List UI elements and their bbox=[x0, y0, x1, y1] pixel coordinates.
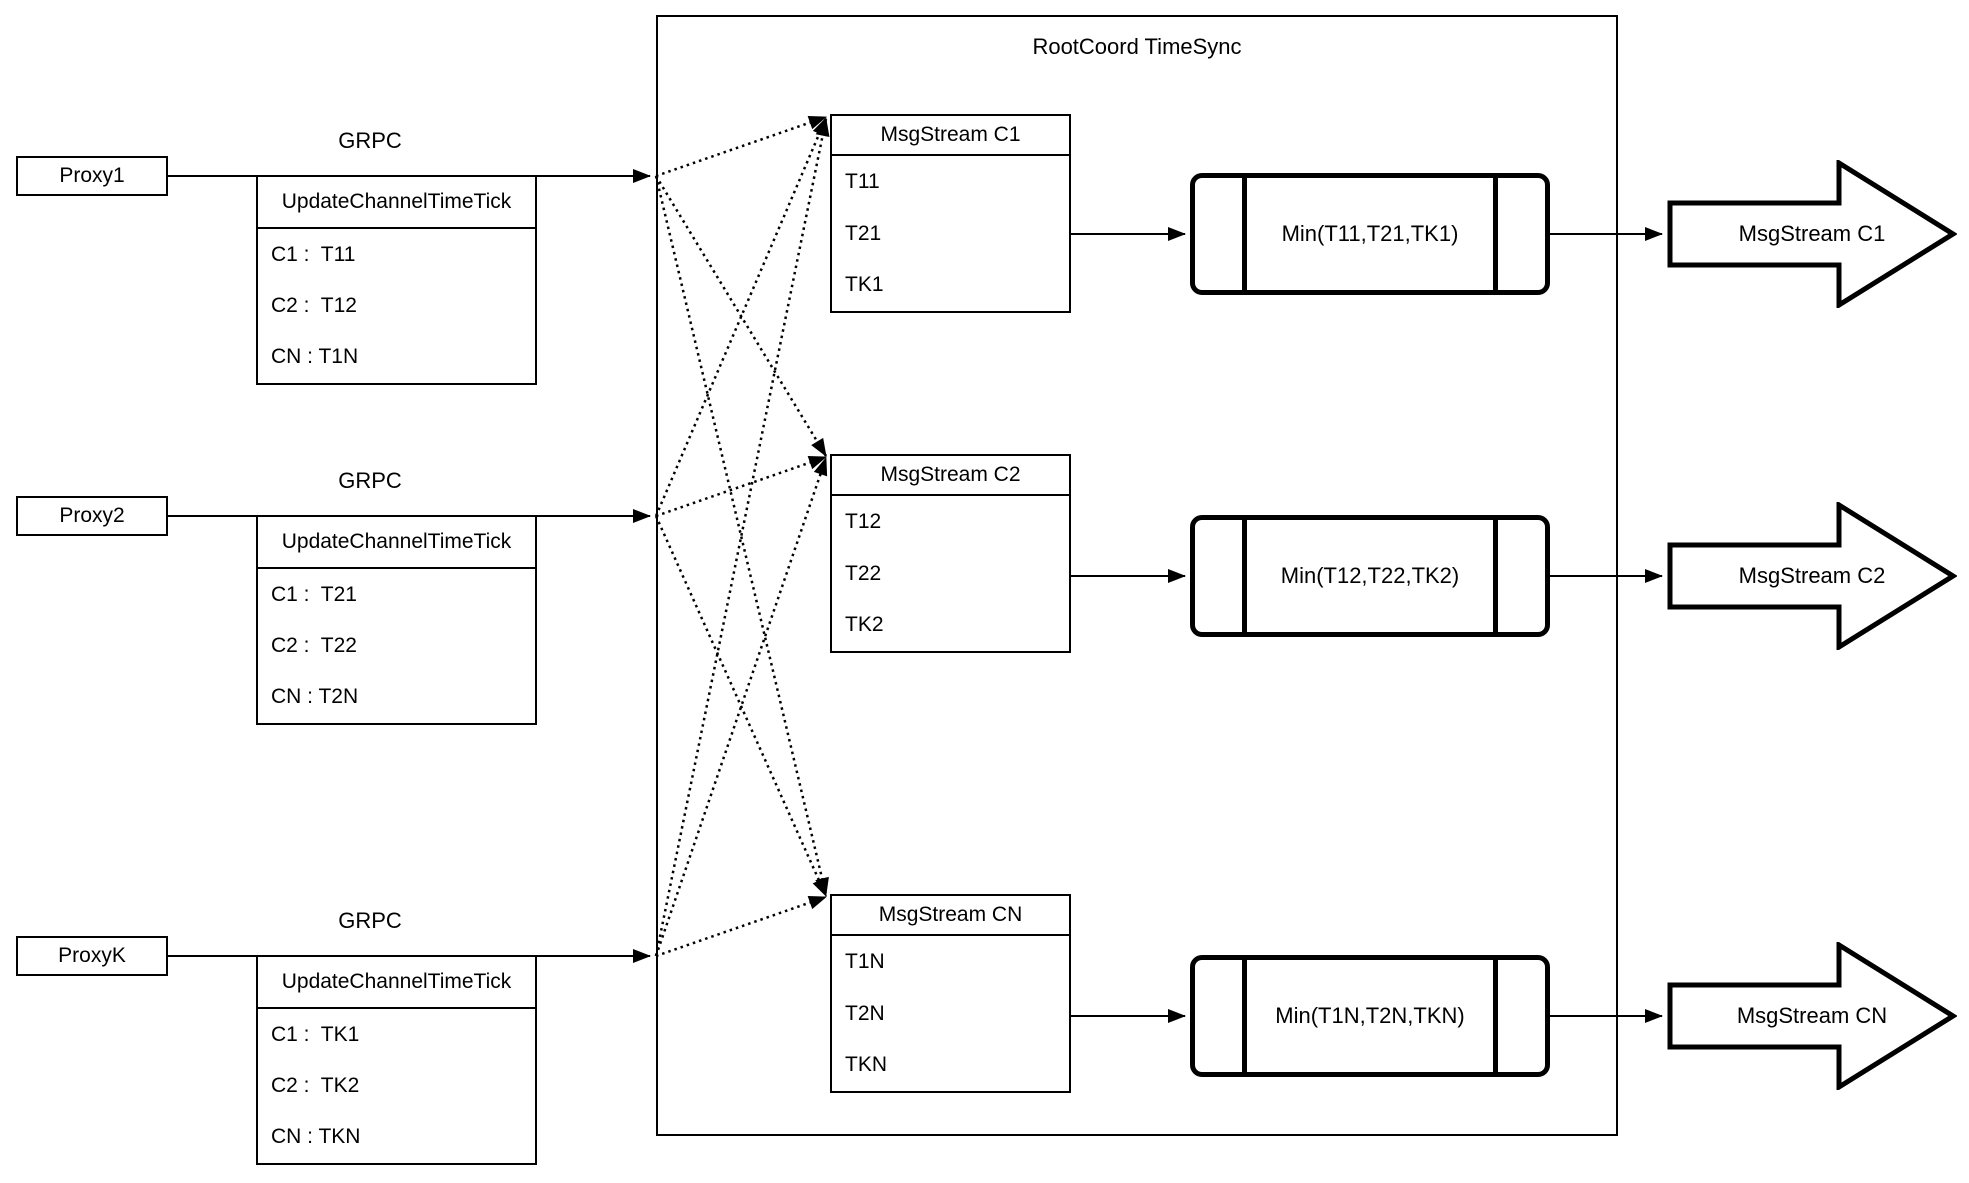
table-row: C1 : T11 bbox=[271, 242, 356, 266]
table-row: TK1 bbox=[845, 273, 884, 297]
table-row: TK2 bbox=[845, 613, 884, 637]
proxyk-grpc-label: GRPC bbox=[338, 908, 402, 933]
msgstream-c2-table: MsgStream C2 T12 T22 TK2 bbox=[830, 454, 1071, 653]
proxy2-grpc-label: GRPC bbox=[338, 468, 402, 493]
output-block-arrow-3 bbox=[1667, 942, 1957, 1090]
table-header: UpdateChannelTimeTick bbox=[258, 957, 535, 1009]
table-header: MsgStream C1 bbox=[832, 116, 1069, 156]
table-body: T12 T22 TK2 bbox=[832, 496, 1069, 651]
table-row: C2 : T12 bbox=[271, 293, 357, 317]
proxyk-box: ProxyK bbox=[16, 936, 168, 976]
table-header: UpdateChannelTimeTick bbox=[258, 517, 535, 569]
table-body: C1 : T21 C2 : T22 CN : T2N bbox=[258, 569, 535, 723]
process-left-bar bbox=[1242, 178, 1247, 290]
table-row: T1N bbox=[845, 949, 885, 973]
min-label: Min(T11,T21,TK1) bbox=[1281, 221, 1459, 246]
output-arrow-label: MsgStream CN bbox=[1736, 1003, 1888, 1028]
table-row: C1 : T21 bbox=[271, 582, 357, 606]
proxy1-grpc-label: GRPC bbox=[338, 128, 402, 153]
table-row: C1 : TK1 bbox=[271, 1022, 360, 1046]
table-header: UpdateChannelTimeTick bbox=[258, 177, 535, 229]
proxy2-box: Proxy2 bbox=[16, 496, 168, 536]
process-right-bar bbox=[1493, 178, 1498, 290]
table-body: C1 : T11 C2 : T12 CN : T1N bbox=[258, 229, 535, 383]
output-block-arrow-2 bbox=[1667, 502, 1957, 650]
proxy2-label: Proxy2 bbox=[59, 504, 125, 527]
proxyk-label: ProxyK bbox=[58, 944, 126, 967]
table-row: T11 bbox=[845, 169, 880, 193]
process-right-bar bbox=[1493, 960, 1498, 1072]
process-right-bar bbox=[1493, 520, 1498, 632]
output-block-arrow-1 bbox=[1667, 160, 1957, 308]
proxy1-label: Proxy1 bbox=[59, 164, 125, 187]
table-row: T22 bbox=[845, 561, 882, 585]
table-row: T2N bbox=[845, 1001, 885, 1025]
table-row: T12 bbox=[845, 509, 882, 533]
table-header: MsgStream C2 bbox=[832, 456, 1069, 496]
proxyk-timetick-table: UpdateChannelTimeTick C1 : TK1 C2 : TK2 … bbox=[256, 955, 537, 1165]
output-arrow-label: MsgStream C2 bbox=[1738, 563, 1886, 588]
table-row: C2 : T22 bbox=[271, 633, 357, 657]
min-process-box-2: Min(T12,T22,TK2) bbox=[1190, 515, 1550, 637]
min-label: Min(T12,T22,TK2) bbox=[1280, 563, 1460, 588]
msgstream-c1-table: MsgStream C1 T11 T21 TK1 bbox=[830, 114, 1071, 313]
table-row: CN : T1N bbox=[271, 345, 359, 369]
table-row: T21 bbox=[845, 221, 882, 245]
msgstream-cn-table: MsgStream CN T1N T2N TKN bbox=[830, 894, 1071, 1093]
process-left-bar bbox=[1242, 960, 1247, 1072]
table-row: C2 : TK2 bbox=[271, 1073, 360, 1097]
proxy1-timetick-table: UpdateChannelTimeTick C1 : T11 C2 : T12 … bbox=[256, 175, 537, 385]
table-header: MsgStream CN bbox=[832, 896, 1069, 936]
table-row: CN : T2N bbox=[271, 685, 359, 709]
rootcoord-timesync-title: RootCoord TimeSync bbox=[1032, 34, 1242, 59]
table-body: T11 T21 TK1 bbox=[832, 156, 1069, 311]
output-arrow-label: MsgStream C1 bbox=[1738, 221, 1886, 246]
table-row: CN : TKN bbox=[271, 1125, 361, 1149]
proxy2-timetick-table: UpdateChannelTimeTick C1 : T21 C2 : T22 … bbox=[256, 515, 537, 725]
table-row: TKN bbox=[845, 1053, 887, 1077]
table-body: C1 : TK1 C2 : TK2 CN : TKN bbox=[258, 1009, 535, 1163]
min-process-box-3: Min(T1N,T2N,TKN) bbox=[1190, 955, 1550, 1077]
table-body: T1N T2N TKN bbox=[832, 936, 1069, 1091]
proxy1-box: Proxy1 bbox=[16, 156, 168, 196]
min-label: Min(T1N,T2N,TKN) bbox=[1275, 1003, 1465, 1028]
process-left-bar bbox=[1242, 520, 1247, 632]
min-process-box-1: Min(T11,T21,TK1) bbox=[1190, 173, 1550, 295]
